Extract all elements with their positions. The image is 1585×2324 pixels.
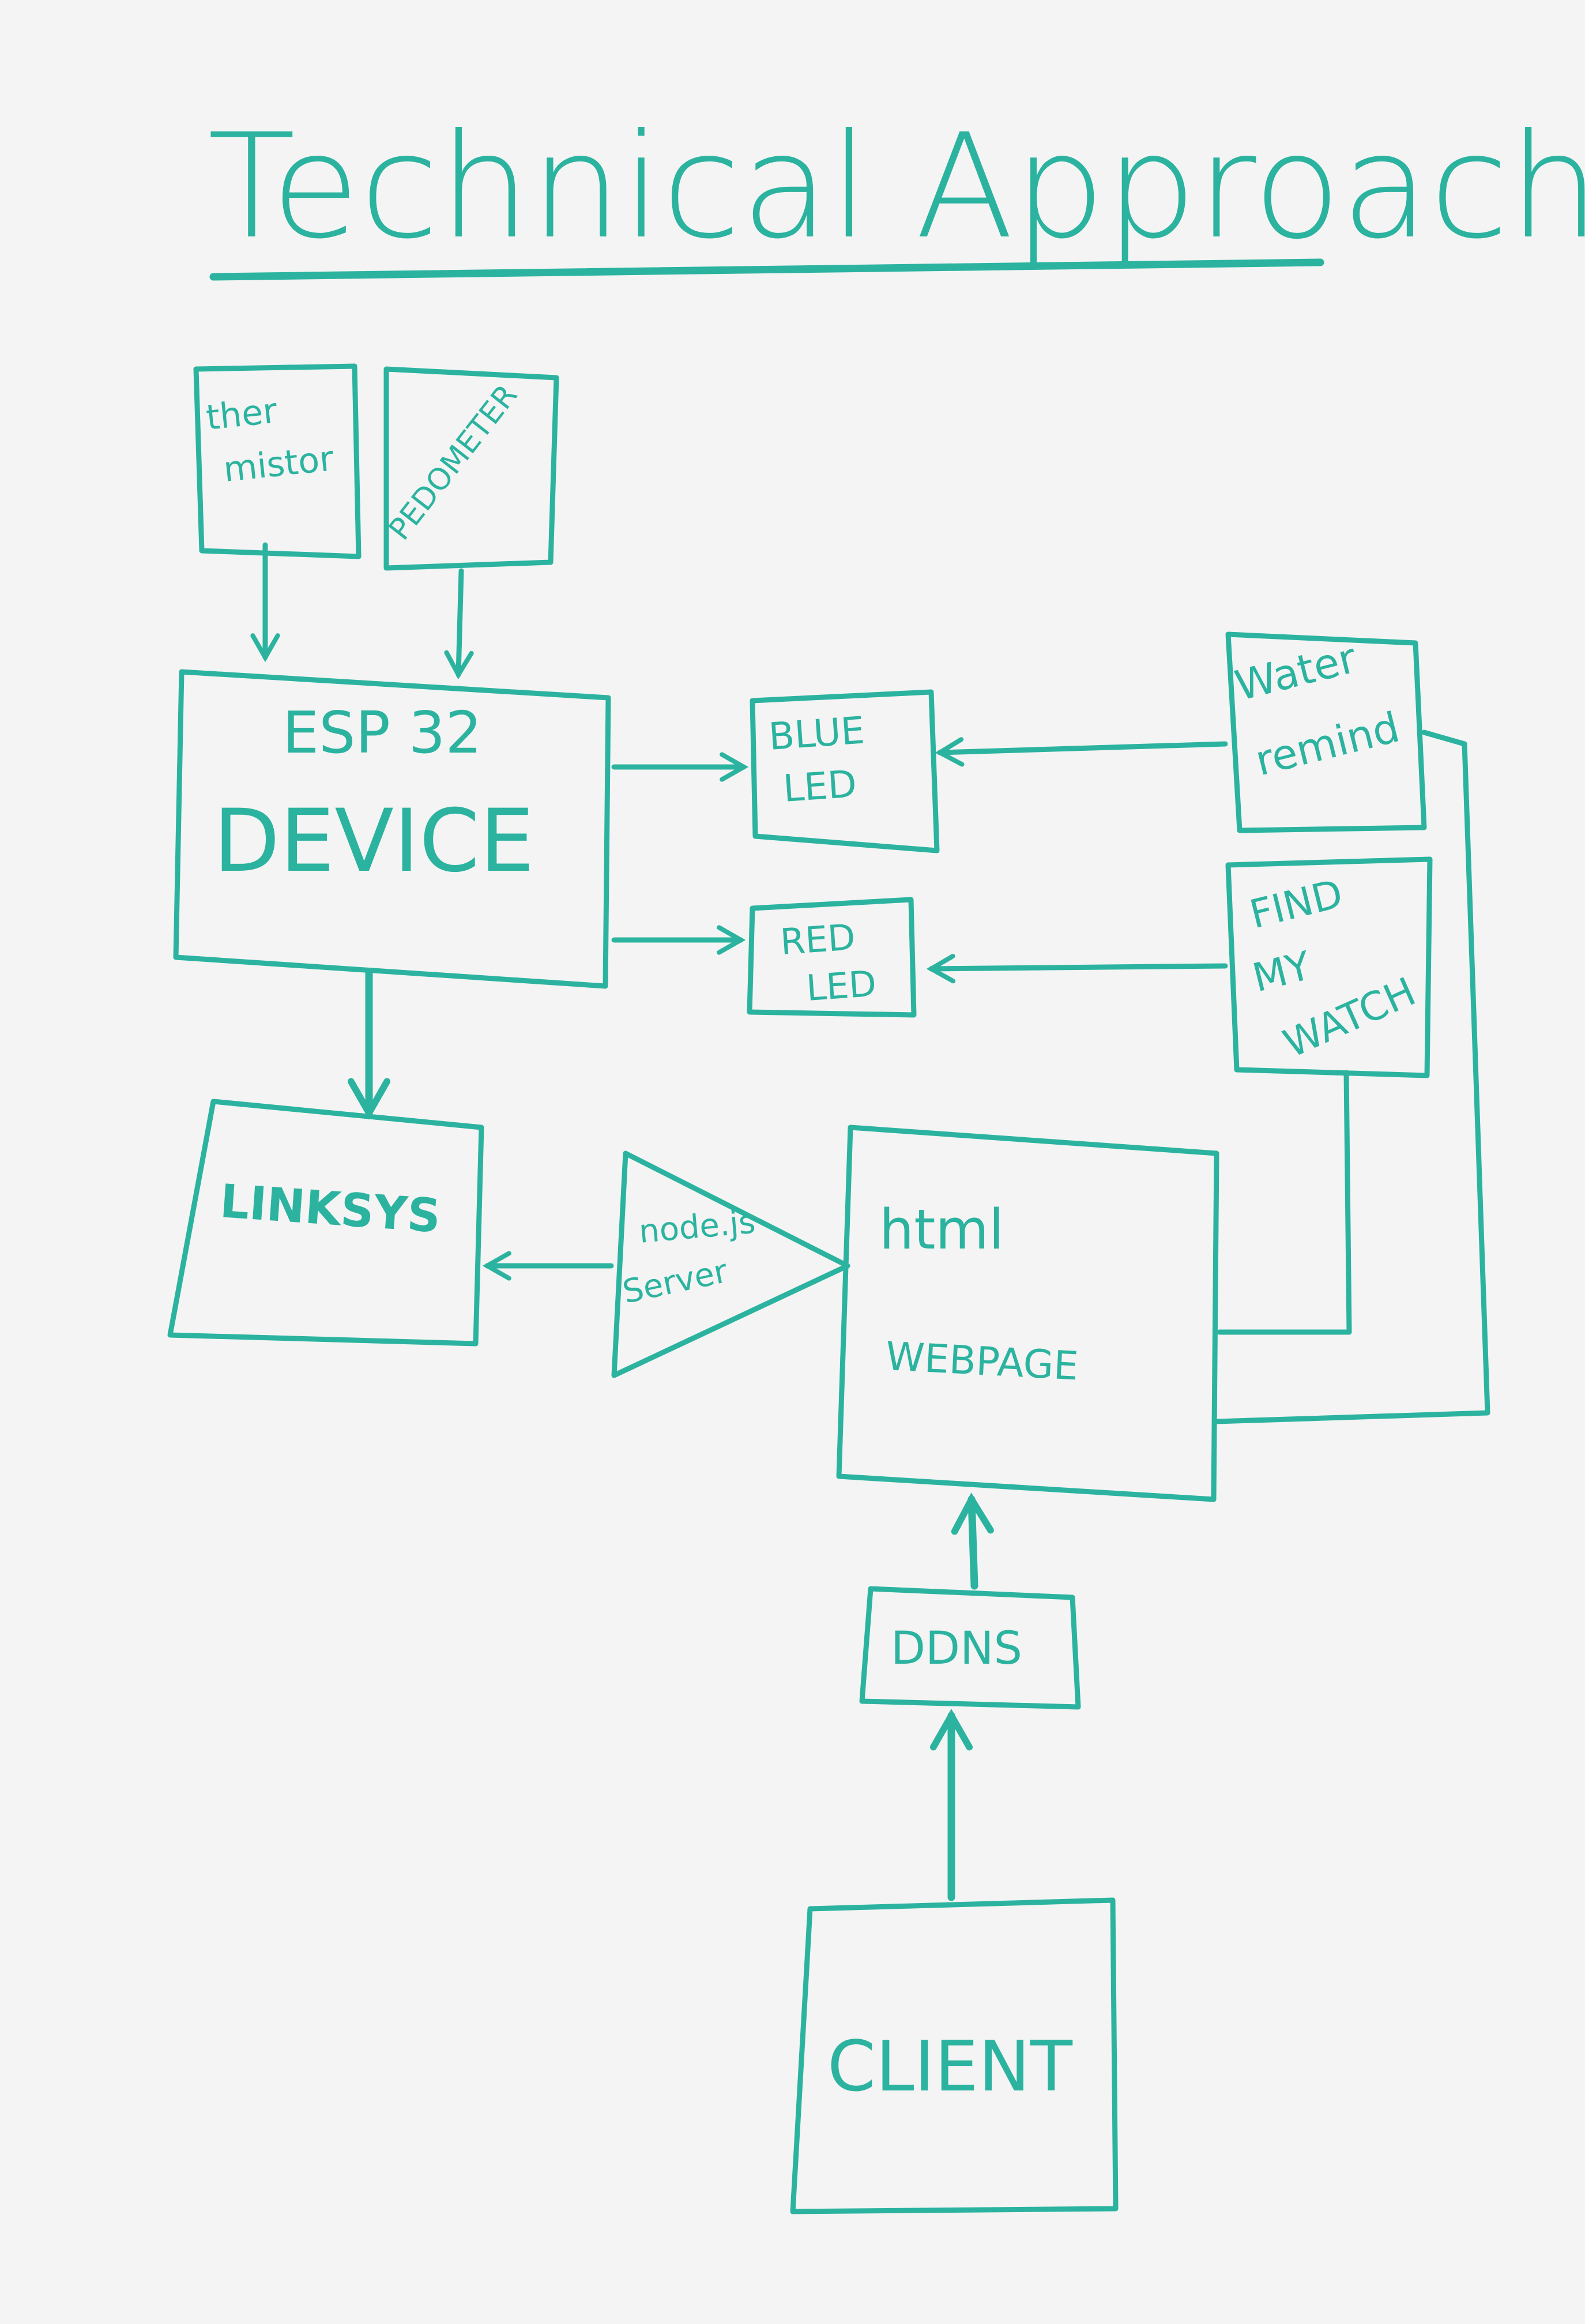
thermistor-node: ther mistor bbox=[193, 363, 362, 559]
arrow-ddns-to-webpage bbox=[951, 1492, 994, 1590]
svg-text:ther: ther bbox=[204, 390, 279, 438]
svg-text:DDNS: DDNS bbox=[891, 1623, 1022, 1675]
svg-text:RED: RED bbox=[779, 916, 857, 963]
client-node: CLIENT bbox=[790, 1897, 1119, 2214]
svg-text:CLIENT: CLIENT bbox=[827, 2027, 1073, 2107]
page-title: Technical Approach bbox=[208, 103, 1585, 270]
svg-text:DEVICE: DEVICE bbox=[213, 791, 534, 892]
svg-text:html: html bbox=[879, 1198, 1004, 1262]
esp32-device-node: ESP 32 DEVICE bbox=[173, 669, 611, 989]
svg-text:WEBPAGE: WEBPAGE bbox=[884, 1334, 1079, 1389]
title-underline bbox=[209, 258, 1324, 281]
find-my-watch-node: FIND MY WATCH bbox=[1225, 856, 1433, 1078]
svg-text:BLUE: BLUE bbox=[767, 709, 866, 759]
nodejs-server-node: node.js Server bbox=[611, 1150, 850, 1378]
red-led-node: RED LED bbox=[747, 897, 917, 1018]
svg-text:LED: LED bbox=[782, 762, 858, 811]
svg-text:MY: MY bbox=[1248, 943, 1316, 1001]
svg-text:Water: Water bbox=[1230, 633, 1361, 710]
svg-text:ESP 32: ESP 32 bbox=[283, 699, 482, 766]
svg-text:PEDOMETER: PEDOMETER bbox=[382, 378, 525, 547]
water-remind-node: Water remind bbox=[1225, 631, 1427, 833]
svg-text:LINKSYS: LINKSYS bbox=[219, 1174, 442, 1243]
arrow-water-remind-to-blue-led bbox=[935, 737, 1228, 767]
pedometer-node: PEDOMETER bbox=[382, 366, 559, 571]
svg-text:FIND: FIND bbox=[1245, 871, 1347, 938]
svg-text:Server: Server bbox=[619, 1253, 731, 1311]
arrow-find-my-watch-to-red-led bbox=[926, 953, 1228, 984]
arrow-pedometer-to-esp32 bbox=[444, 568, 474, 680]
svg-text:mistor: mistor bbox=[221, 438, 336, 490]
line-webpage-to-find-my-watch bbox=[1217, 1070, 1352, 1335]
blue-led-node: BLUE LED bbox=[750, 689, 940, 853]
line-webpage-to-water-remind bbox=[1214, 729, 1490, 1424]
linksys-node: LINKSYS bbox=[167, 1099, 484, 1347]
ddns-node: DDNS bbox=[859, 1586, 1081, 1710]
svg-text:node.js: node.js bbox=[638, 1204, 757, 1251]
html-webpage-node: html WEBPAGE bbox=[836, 1125, 1219, 1502]
svg-text:LED: LED bbox=[805, 962, 878, 1009]
svg-text:remind: remind bbox=[1251, 703, 1405, 785]
